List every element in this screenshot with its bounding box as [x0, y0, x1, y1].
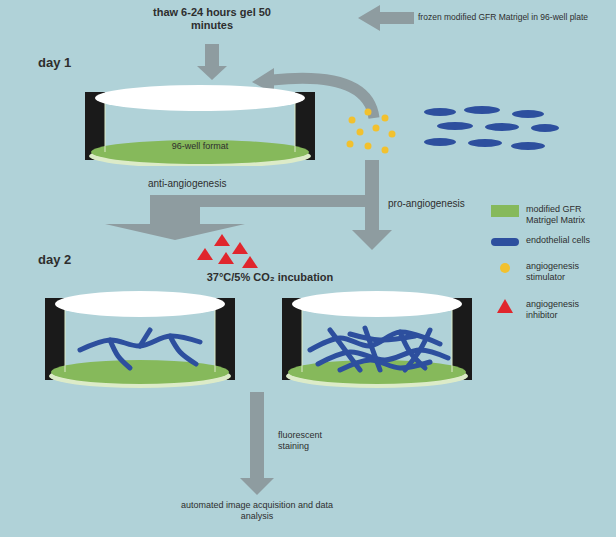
- legend-text: endothelial cells: [526, 235, 606, 246]
- step-note: thaw 6-24 hours gel 50 minutes: [150, 6, 274, 32]
- legend-swatch: [490, 260, 520, 276]
- day2-wells: [45, 291, 472, 388]
- cell-network: [340, 360, 430, 370]
- cell-network: [140, 330, 150, 346]
- legend-swatch: [490, 203, 520, 219]
- legend-entry: modified GFR Matrigel Matrix: [490, 203, 614, 233]
- source-note: frozen modified GFR Matrigel in 96-well …: [418, 12, 588, 22]
- cell-network: [350, 334, 415, 340]
- legend-entry: angiogenesis stimulator: [490, 260, 614, 290]
- well-label: 96-well format: [172, 141, 229, 151]
- process-arrows: [105, 5, 414, 495]
- day-label: day 1: [38, 55, 71, 71]
- well-plate: 96-well format: [85, 84, 315, 166]
- legend-entry: angiogenesis inhibitor: [490, 298, 614, 328]
- legend-entry: endothelial cells: [490, 234, 614, 264]
- stimulator-dots: [347, 109, 396, 154]
- endothelial-cells: [424, 106, 559, 150]
- branch-label: anti-angiogenesis: [148, 178, 226, 190]
- cell-network: [170, 336, 196, 364]
- step-note: fluorescent staining: [278, 430, 352, 452]
- day-label: day 2: [38, 252, 71, 268]
- condition-label: 37°C/5% CO₂ incubation: [150, 271, 390, 284]
- cell-network: [110, 340, 130, 368]
- legend-text: modified GFR Matrigel Matrix: [526, 204, 606, 226]
- legend-text: angiogenesis inhibitor: [526, 299, 606, 321]
- well-shape: [85, 84, 315, 166]
- inhibitor-triangles: [197, 234, 258, 268]
- legend-swatch: [490, 234, 520, 250]
- legend-text: angiogenesis stimulator: [526, 261, 606, 283]
- step-note: automated image acquisition and data ana…: [172, 500, 342, 522]
- branch-label: pro-angiogenesis: [388, 198, 465, 210]
- legend-swatch: [490, 298, 520, 314]
